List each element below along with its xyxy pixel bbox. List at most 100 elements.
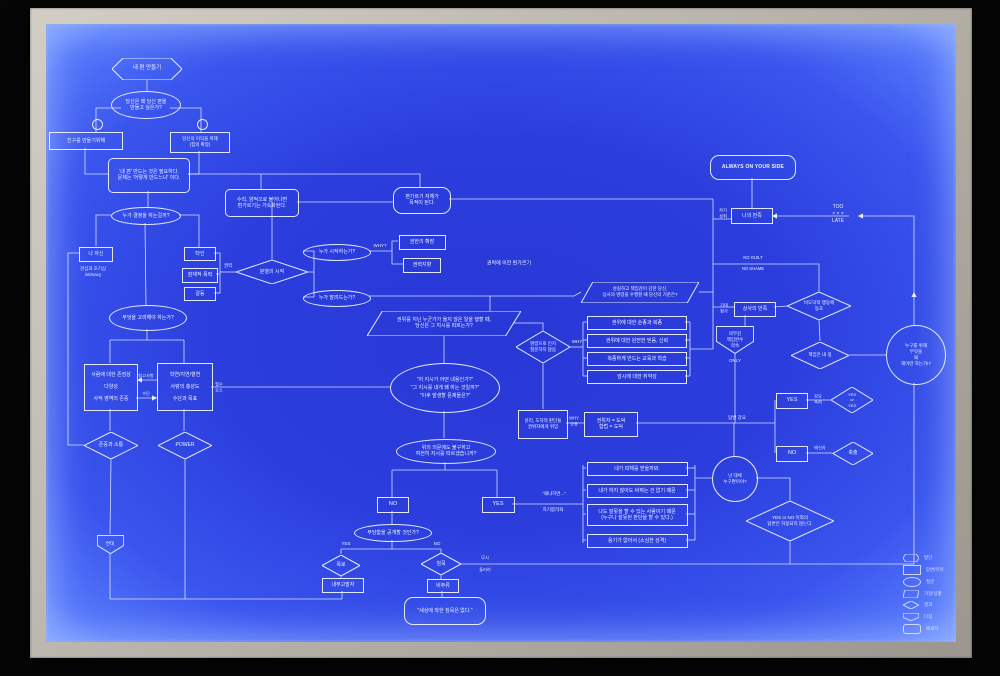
box-conflict: 갈등 [184, 287, 216, 301]
ellipse-still-follow-label: 위의 의문에도 불구하고 여전히 지시를 따르겠습니까? [415, 444, 477, 458]
box-reason-fear-harm: 내가 피해를 받을까봐. [586, 462, 688, 476]
box-reason-i-can-be-wrong: 나도 잘못을 할 수 있는 사람이기 때문 (누구나 잘못된 판단을 할 수 있… [586, 504, 688, 526]
para-outline-icon [367, 311, 521, 336]
label-required-element: 필수 요소 [215, 381, 223, 392]
question-why-make-side-label: 당신은 왜 당신 편을 만들고 싶은가? [125, 98, 167, 112]
label-ignore: 무시 [481, 555, 489, 561]
question-who-decides: 누가 결정을 하는걸까? [111, 207, 181, 225]
box-reason-nothing-changes-label: 내가 하지 않아도 바뀌는 건 없기 때문 [598, 487, 676, 494]
diamond-outline-icon [833, 442, 873, 465]
box-others: 타인 [184, 247, 216, 261]
box-school-region-blood-ties: 학연/지연/혈연 사랑의 충성도 수단과 목표 [157, 363, 213, 411]
diamond-outline-icon [791, 342, 849, 369]
box-reason-i-can-be-wrong-label: 나도 잘못을 할 수 있는 사람이기 때문 (누구나 잘못된 판단을 할 수 있… [598, 508, 676, 522]
diamond-disclosure: 폭로 [322, 555, 360, 576]
box-whistleblower: 내부고발자 [322, 577, 364, 593]
label-power-based-siding: 권력에 의한 편가르기 [486, 260, 532, 267]
diamond-outline-icon [421, 553, 461, 575]
diamond-split-begins: 분열의 시작 [236, 260, 308, 284]
box-reason-no-courage-label: 용기가 없어서 (소심한 성격) [607, 537, 667, 544]
ellipse-legend-icon [903, 576, 921, 587]
branch-marker-left [91, 118, 103, 130]
box-authority-equals-morality-label: 권위자 = 도덕 합법 = 도덕 [596, 417, 626, 431]
label-why-1: WHY? [373, 242, 387, 248]
box-obedience-to-authority: 권위에 대한 순종과 복종 [587, 316, 687, 330]
para-authority-wrong-order: 권위를 지닌 누군가가 옳지 않은 일을 행할 때, 당신은 그 지시를 따르는… [367, 311, 521, 336]
box-conflict-label: 갈등 [195, 290, 205, 297]
legend-label: 다짐 [924, 614, 933, 620]
box-make-friends-label: 친구를 만들기위해 [66, 137, 106, 144]
label-coercion-violence: 강요 폭력 [814, 393, 822, 404]
legend-item-para: 가정/상황 [903, 589, 944, 598]
box-boss-satisfaction-label: 상사의 만족 [742, 305, 768, 312]
box-vulnerability-to-suggestion: 암시에 대한 취약성 [587, 370, 687, 384]
diamond-split-begins-label: 분열의 시작 [259, 268, 285, 275]
diamond-condone-immoral-label: 비도덕적 행동에 동조 [803, 300, 835, 311]
branch-marker-right [196, 118, 208, 130]
diamond-legend-icon [903, 601, 919, 609]
box-latent-violence-label: 잠재적 폭력 [187, 271, 213, 278]
label-expectation-evaluation: 기대 평가 [720, 302, 728, 313]
question-who-gets-dragged: 누가 말려드는가? [303, 289, 371, 307]
circle-whose-side-are-you-label: 넌 대체 누구편이야? [723, 473, 747, 484]
label-self-achievement: 자기 성취 [719, 207, 727, 218]
box-vertical-growth: 수직, 양적으로 불어나면 편가르기는 가속화된다. [225, 189, 299, 217]
diamond-expulsion-label: 축출 [848, 449, 858, 456]
diamond-outline-icon [787, 292, 851, 320]
label-no-guilt: NO GUILT [743, 255, 763, 261]
legend-item-hexagon: 발단 [903, 554, 944, 563]
diamond-responsibility-mine-label: 책임은 내 몫 [808, 352, 832, 358]
legend-label: 가정/상황 [924, 590, 942, 596]
box-education-to-obey-label: 복종하게 만드는 교육과 학습 [607, 355, 667, 362]
box-no-kind-silence-label: "세상에 착한 침묵은 없다." [417, 607, 473, 614]
label-means: 수단 [142, 391, 150, 397]
ellipse-still-follow: 위의 의문에도 불구하고 여전히 지시를 따르겠습니까? [396, 438, 496, 464]
ellipse-expose-injustice-label: 부당함을 공개할 것인가? [367, 529, 419, 536]
box-reason-no-courage: 용기가 없어서 (소심한 성격) [586, 534, 688, 548]
box-vertical-growth-label: 수직, 양적으로 불어나면 편가르기는 가속화된다. [236, 196, 288, 210]
diamond-yes-or-yes: YES or YES [831, 387, 873, 413]
diamond-outline-icon [746, 501, 834, 541]
box-yes-forced-label: YES [786, 397, 798, 404]
ellipse-three-questions: "저 지시가 어떤 내용인가?" "그 지시를 내게 왜 하는 것일까?" "이… [390, 363, 500, 413]
label-why-2: WHY [571, 338, 583, 344]
rect-legend-icon [903, 565, 921, 576]
legend-item-ellipse: 질문 [903, 576, 944, 587]
box-yes-follow-label: YES [492, 501, 504, 508]
box-always-on-your-side: ALWAYS ON YOUR SIDE [710, 154, 796, 180]
shield-duty-only: 의무감 책임완수 약속 [716, 326, 754, 354]
label-yes-branch: YES [341, 540, 351, 546]
legend-label: 메세지 [926, 625, 939, 631]
para-sincere-responsible-label: 성실하고 책임감이 강한 당신, 상사의 명령을 수행할 때 당신의 기준은? [602, 286, 678, 297]
box-myself: 나 자신 [79, 246, 113, 262]
start-hexagon-label: 내 편 만들기 [132, 65, 162, 72]
box-no-follow-label: NO [388, 501, 398, 508]
box-my-satisfaction-label: 나의 만족 [742, 212, 762, 219]
box-authority-equals-morality: 권위자 = 도덕 합법 = 도덕 [584, 411, 638, 437]
box-yes-forced: YES [776, 393, 808, 409]
box-complete-trust-authority: 권위에 대한 완전한 믿음, 신뢰 [587, 334, 687, 348]
diamond-silence-label: 침묵 [436, 560, 446, 567]
shield-outline-icon [716, 326, 754, 354]
box-yes-follow: YES [481, 497, 515, 513]
box-taking-sides-becomes-goal: 편가르기 자체가 목적이 된다. [393, 186, 451, 214]
box-my-satisfaction: 나의 만족 [731, 208, 773, 224]
diamond-silence: 침묵 [421, 553, 461, 575]
diamond-outline-icon [84, 432, 138, 459]
box-delegate-moral-judgment: 윤리, 도덕적 판단을 권위자에게 위임 [518, 409, 568, 439]
box-others-label: 타인 [195, 250, 205, 257]
diamond-outline-icon [516, 331, 570, 363]
legend-item-shield: 다짐 [903, 613, 944, 622]
para-legend-icon [903, 590, 919, 598]
para-authority-wrong-order-label: 권위를 지닌 누군가가 옳지 않은 일을 행할 때, 당신은 그 지시를 따르는… [397, 316, 491, 330]
diamond-no-other-answer: YES or NO 이외의 답변은 허용되지 않는다. [746, 501, 834, 541]
diamond-no-other-answer-label: YES or NO 이외의 답변은 허용되지 않는다. [767, 515, 813, 526]
box-no-forced: NO [776, 446, 808, 462]
box-vulnerability-to-suggestion-label: 암시에 대한 취약성 [617, 373, 657, 380]
box-latent-violence: 잠재적 폭력 [182, 267, 218, 283]
rounded-legend-icon [903, 623, 921, 634]
question-who-starts: 누가 시작하는가? [303, 243, 371, 261]
diamond-outline-icon [236, 260, 308, 284]
legend-label: 질문 [926, 578, 935, 584]
box-delegate-moral-judgment-label: 윤리, 도덕적 판단을 권위자에게 위임 [524, 418, 562, 429]
